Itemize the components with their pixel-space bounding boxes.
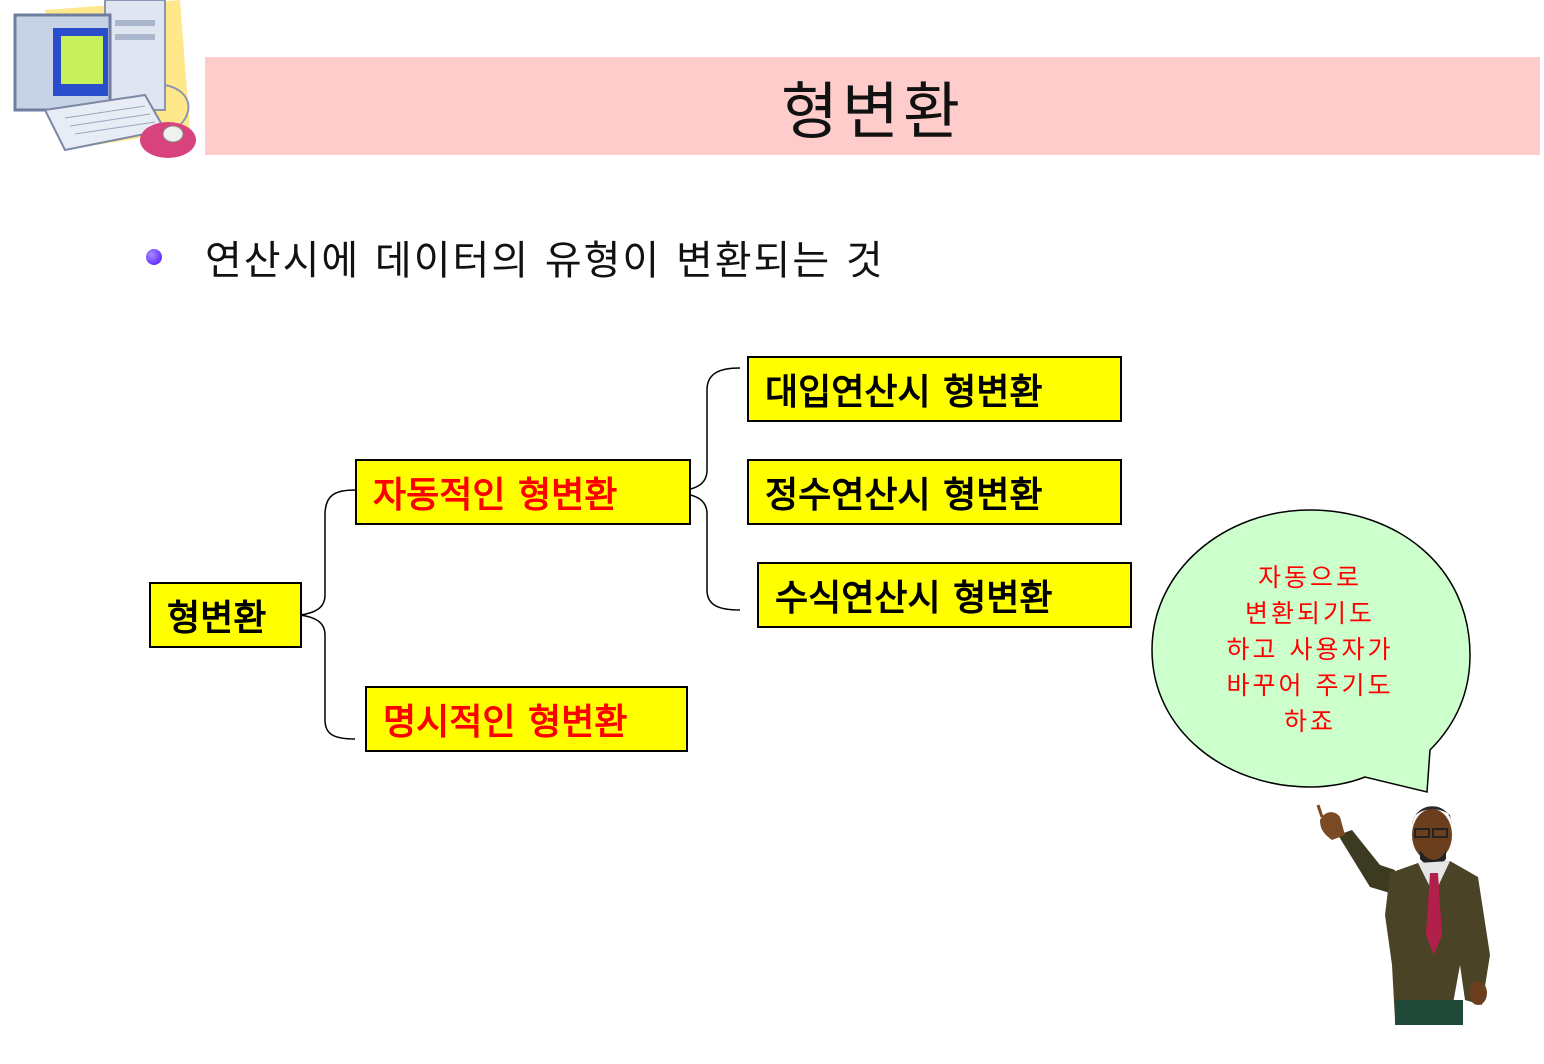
root-box: 형변환: [149, 582, 302, 648]
bullet-text: 연산시에 데이터의 유형이 변환되는 것: [205, 238, 885, 284]
computer-icon: [13, 0, 196, 158]
assignment-cast-box: 대입연산시 형변환: [747, 356, 1122, 422]
speech-bubble: [1151, 509, 1471, 793]
bracket-root: [299, 489, 356, 740]
page-title: 형변환: [780, 75, 965, 148]
integer-cast-box: 정수연산시 형변환: [747, 459, 1122, 525]
presenter-icon: [1316, 804, 1490, 1025]
speech-bubble-text: 자동으로 변환되기도 하고 사용자가 바꾸어 주기도 하죠: [1226, 563, 1394, 736]
title-bar: [205, 57, 1540, 155]
auto-cast-box: 자동적인 형변환: [355, 459, 691, 525]
expression-cast-box: 수식연산시 형변환: [757, 562, 1132, 628]
explicit-cast-box: 명시적인 형변환: [365, 686, 688, 752]
bullet-dot: [146, 249, 162, 265]
